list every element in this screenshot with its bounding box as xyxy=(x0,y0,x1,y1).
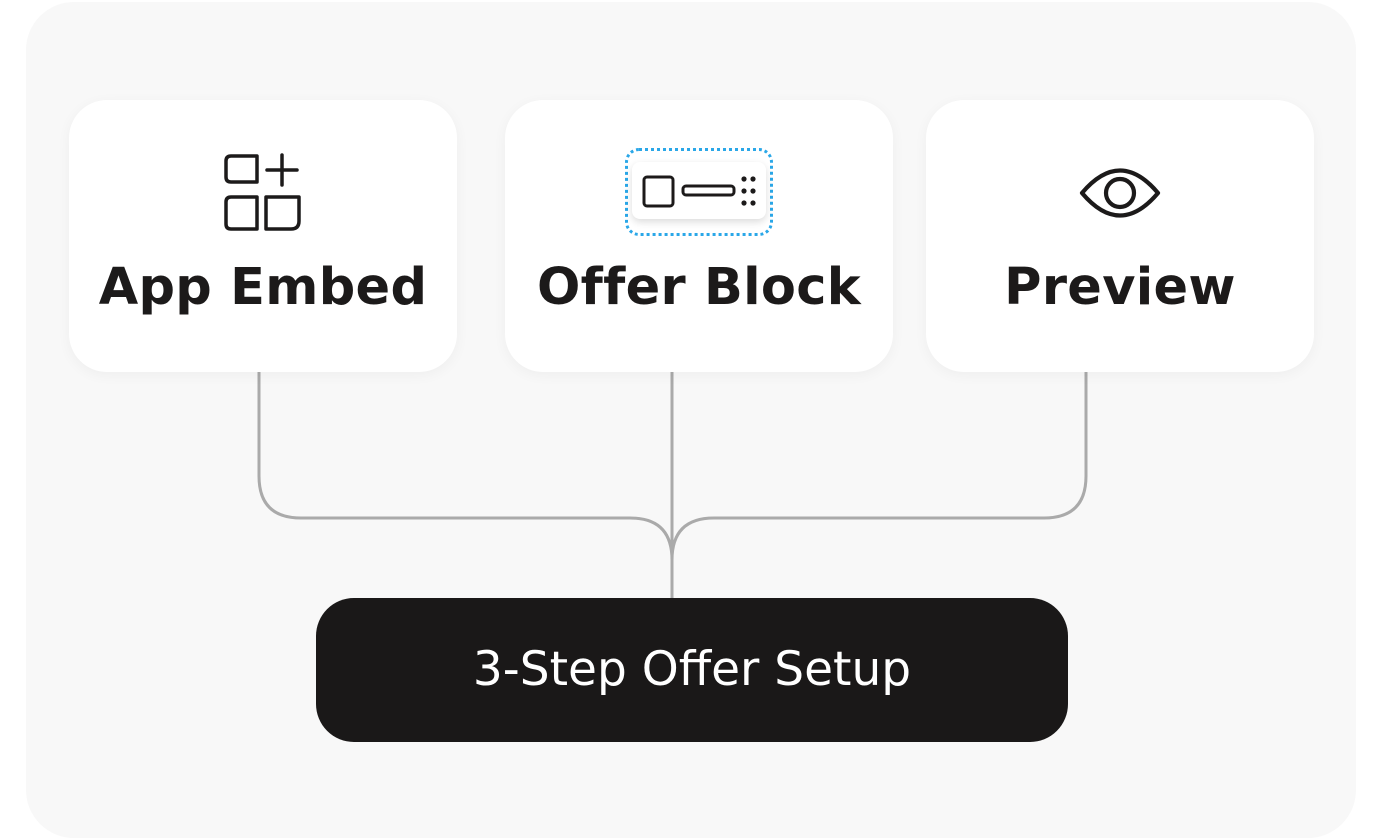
step-label: Offer Block xyxy=(536,258,862,317)
step-card-app-embed: App Embed xyxy=(69,100,457,372)
apps-add-icon xyxy=(223,153,303,233)
step-label: App Embed xyxy=(98,258,428,317)
step-label: Preview xyxy=(1004,258,1236,317)
offer-block-icon xyxy=(625,148,773,236)
summary-box: 3-Step Offer Setup xyxy=(316,598,1068,742)
step-card-preview: Preview xyxy=(926,100,1314,372)
block-preview xyxy=(632,162,766,219)
step-card-offer-block: Offer Block xyxy=(505,100,893,372)
eye-icon xyxy=(1078,162,1162,224)
